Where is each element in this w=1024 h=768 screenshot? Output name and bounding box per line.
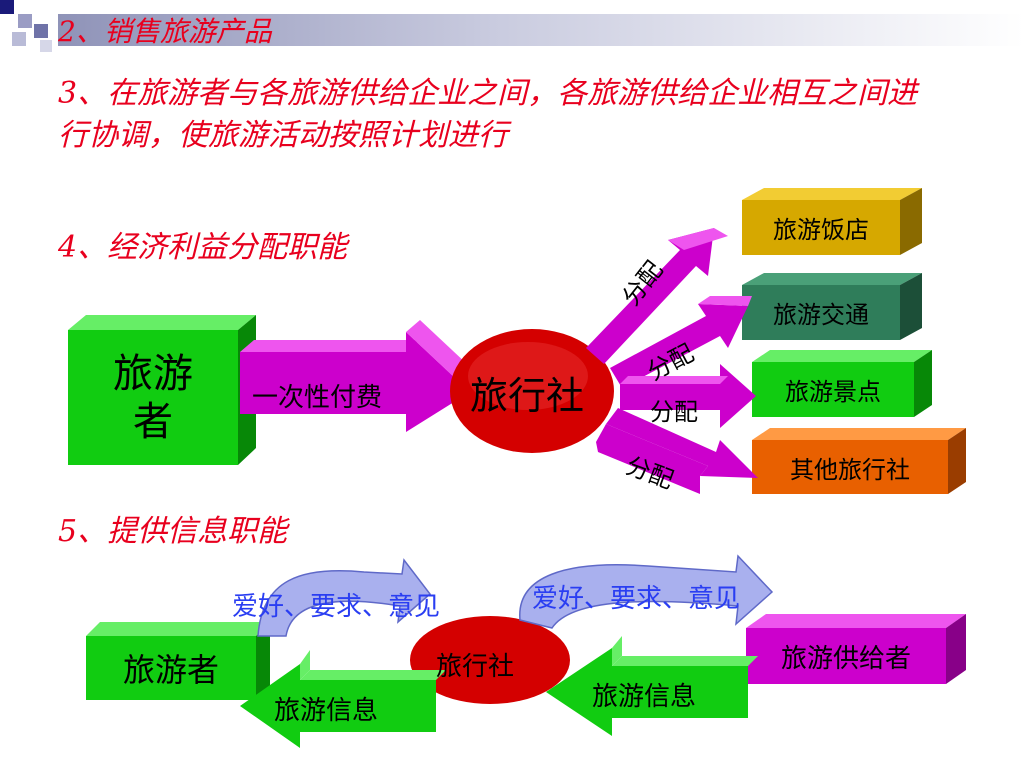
heading-item-4: 4、经济利益分配职能 <box>58 230 348 265</box>
box-other-agency-shape <box>752 428 966 494</box>
curved-arrow-right-shape <box>519 554 774 629</box>
travel-info-label-right: 旅游信息 <box>592 682 697 712</box>
allocate-label-3: 分配 <box>650 398 698 426</box>
allocate-arrow-1-shape <box>586 228 728 364</box>
box-scenic-shape <box>752 350 932 417</box>
curved-arrow-left-shape <box>257 558 432 637</box>
box-hotel-shape <box>742 188 922 255</box>
title-bar-gradient <box>58 14 1024 46</box>
info-arrow-left-shape <box>240 650 446 748</box>
travel-info-label-left: 旅游信息 <box>274 696 379 726</box>
info-supplier-box-shape <box>746 614 966 684</box>
box-transport-shape <box>742 273 922 340</box>
preferences-label-right: 爱好、要求、意见 <box>532 584 741 614</box>
heading-item-5: 5、提供信息职能 <box>58 514 288 549</box>
allocate-arrow-2-shape <box>610 296 752 388</box>
info-agency-label: 旅行社 <box>436 652 515 682</box>
heading-item-2: 2、销售旅游产品 <box>58 15 272 48</box>
payment-label: 一次性付费 <box>252 383 383 413</box>
info-tourist-label: 旅游者 <box>122 651 219 689</box>
info-arrow-right-shape <box>546 636 758 736</box>
preferences-label-left: 爱好、要求、意见 <box>232 592 441 622</box>
target-other-agency: 其他旅行社 <box>790 455 910 484</box>
info-agency-ellipse-shape <box>410 616 570 704</box>
agency-label: 旅行社 <box>470 374 585 418</box>
target-scenic: 旅游景点 <box>785 378 881 406</box>
info-tourist-box-shape <box>86 622 270 700</box>
target-hotel: 旅游饭店 <box>773 216 869 244</box>
payment-arrow-shape <box>240 320 484 432</box>
tourist-label: 旅游者 <box>113 350 193 445</box>
target-transport: 旅游交通 <box>773 301 869 329</box>
info-supplier-label: 旅游供给者 <box>780 643 911 674</box>
heading-item-3: 3、在旅游者与各旅游供给企业之间，各旅游供给企业相互之间进行协调，使旅游活动按照… <box>58 76 918 153</box>
allocate-arrow-4-shape <box>596 408 758 494</box>
allocate-arrow-3-shape <box>620 364 756 428</box>
